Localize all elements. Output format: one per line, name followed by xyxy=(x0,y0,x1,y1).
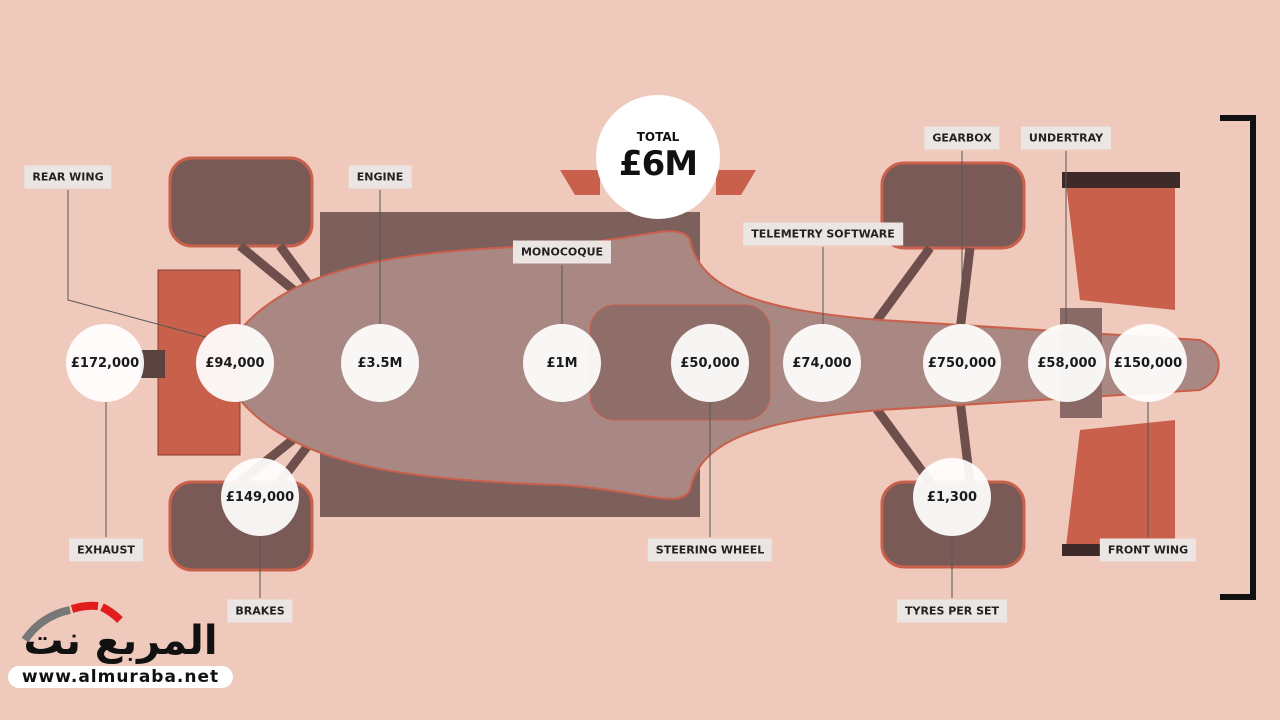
cost-steering-wheel: £50,000 xyxy=(671,324,749,402)
label-telemetry: TELEMETRY SOFTWARE xyxy=(743,222,903,246)
front-wing-right xyxy=(1065,420,1175,555)
front-wing-endplate xyxy=(1062,172,1180,188)
front-wing-left xyxy=(1065,175,1175,310)
cost-rear-wing: £94,000 xyxy=(196,324,274,402)
cost-undertray: £58,000 xyxy=(1028,324,1106,402)
total-cost-badge: TOTAL £6M xyxy=(596,95,720,219)
label-steering-wheel: STEERING WHEEL xyxy=(647,538,773,562)
exhaust-shape xyxy=(140,350,165,378)
rear-left-tyre xyxy=(168,156,314,248)
bracket xyxy=(1220,115,1256,600)
front-left-tyre xyxy=(880,161,1026,250)
label-gearbox: GEARBOX xyxy=(924,126,1000,150)
label-rear-wing: REAR WING xyxy=(24,165,112,189)
cost-tyres: £1,300 xyxy=(913,458,991,536)
label-monocoque: MONOCOQUE xyxy=(512,240,612,264)
cost-monocoque: £1M xyxy=(523,324,601,402)
label-brakes: BRAKES xyxy=(227,599,293,623)
label-undertray: UNDERTRAY xyxy=(1020,126,1112,150)
label-exhaust: EXHAUST xyxy=(69,538,143,562)
cost-exhaust: £172,000 xyxy=(66,324,144,402)
site-logo: المربع نت www.almuraba.net xyxy=(8,600,233,688)
cost-engine: £3.5M xyxy=(341,324,419,402)
total-label: TOTAL xyxy=(636,130,680,144)
cost-gearbox: £750,000 xyxy=(923,324,1001,402)
cost-telemetry: £74,000 xyxy=(783,324,861,402)
leader-lines xyxy=(67,151,1149,598)
cost-front-wing: £150,000 xyxy=(1109,324,1187,402)
ribbon-left xyxy=(560,170,600,195)
label-engine: ENGINE xyxy=(348,165,412,189)
total-value: £6M xyxy=(618,144,698,184)
logo-gauge xyxy=(21,601,123,643)
label-front-wing: FRONT WING xyxy=(1099,538,1197,562)
label-tyres: TYRES PER SET xyxy=(896,599,1008,623)
logo-arabic-text: المربع نت xyxy=(23,618,218,664)
logo-url: www.almuraba.net xyxy=(8,666,233,688)
cost-brakes: £149,000 xyxy=(221,458,299,536)
ribbon-right xyxy=(716,170,756,195)
